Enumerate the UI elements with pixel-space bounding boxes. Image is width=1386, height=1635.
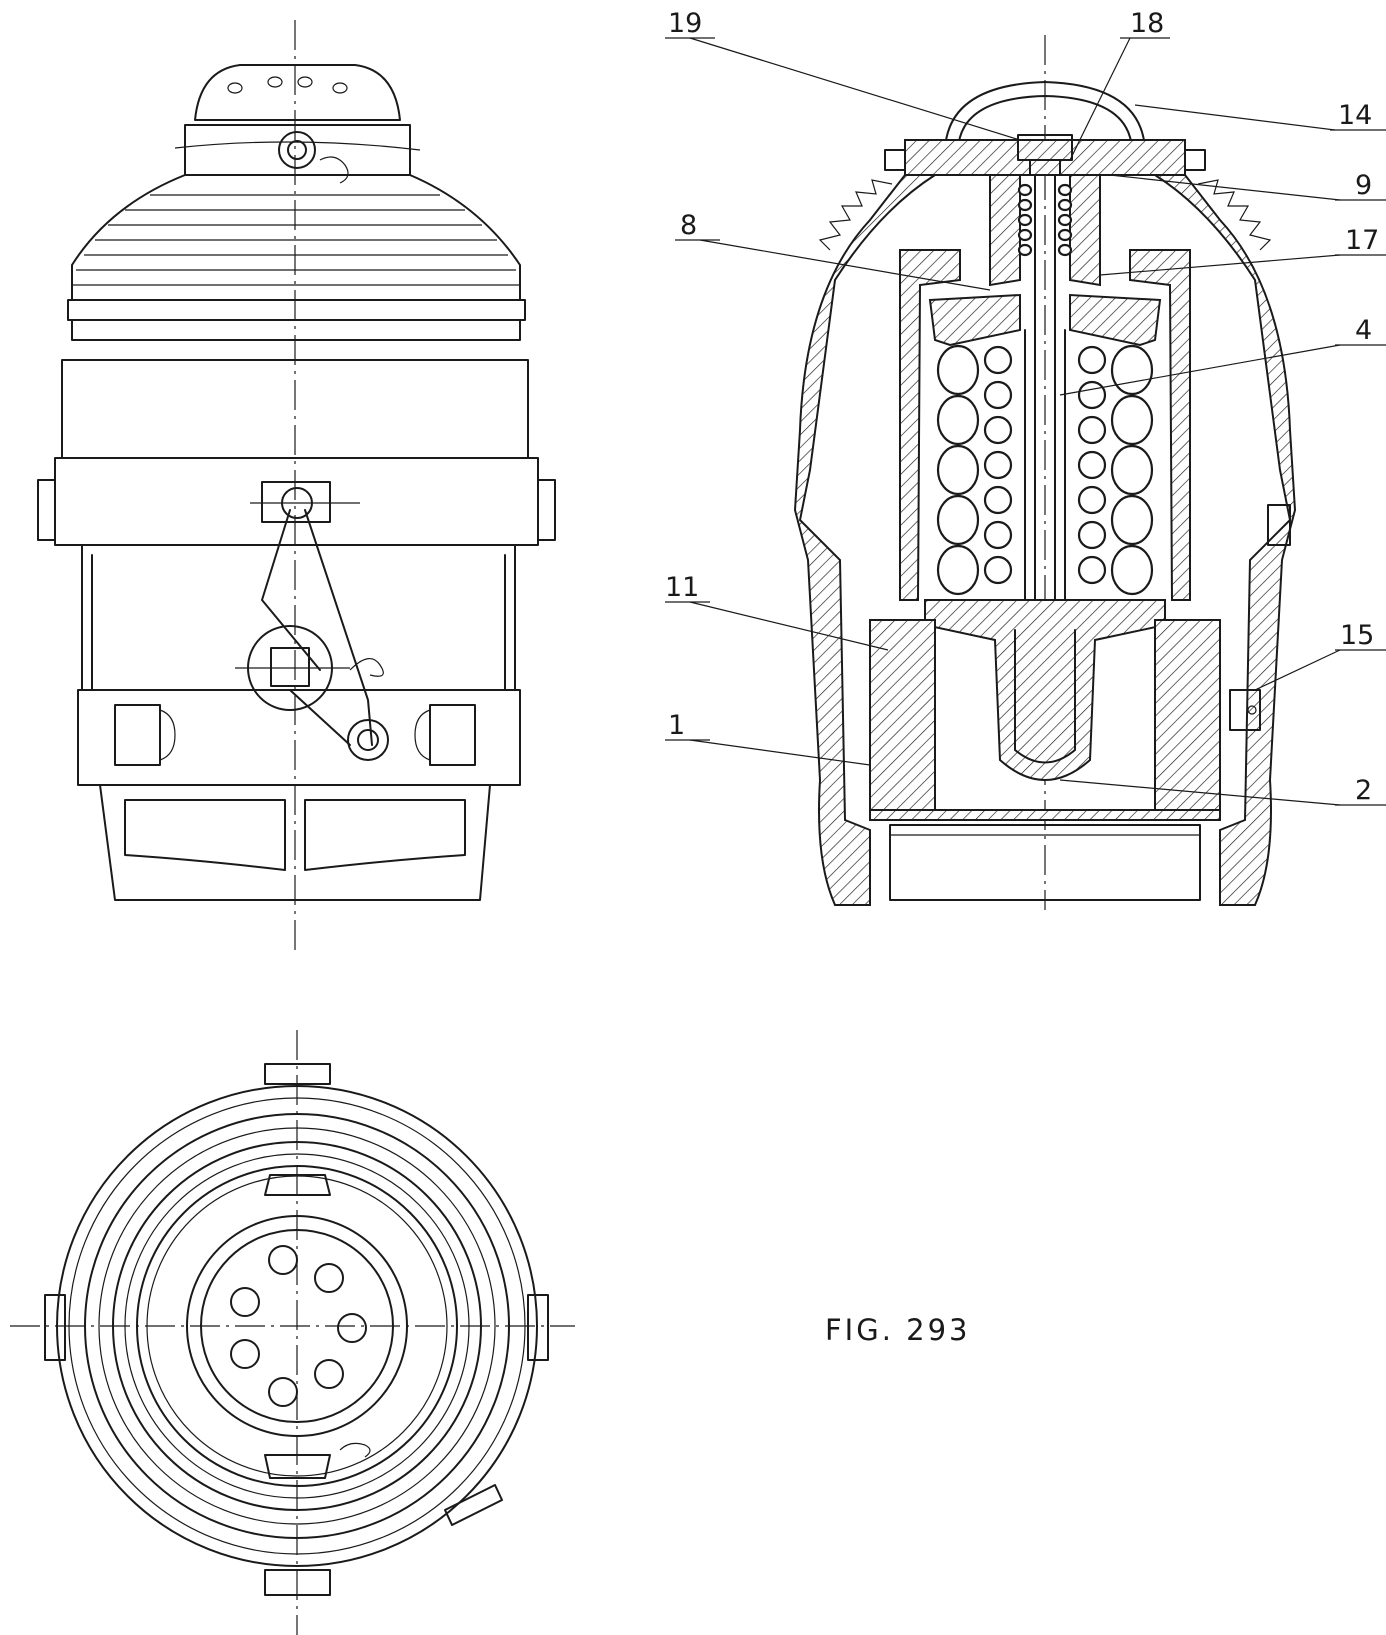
spring-coils-top: [1017, 183, 1073, 257]
figure-caption: FIG. 293: [825, 1313, 971, 1347]
label-17: 17: [1345, 225, 1379, 256]
label-14: 14: [1338, 100, 1372, 131]
label-15: 15: [1340, 620, 1374, 651]
label-18: 18: [1130, 8, 1164, 39]
spring-coils-outer: [936, 344, 1154, 596]
label-8: 8: [680, 210, 697, 241]
bottom-view: [10, 1030, 575, 1635]
leader-lines: [665, 37, 1386, 806]
part-labels: 19 18 14 9 8 17 4 11 15 1 2: [665, 8, 1379, 806]
label-2: 2: [1355, 775, 1372, 806]
label-4: 4: [1355, 315, 1372, 346]
side-elevation-view: [37, 20, 556, 950]
label-9: 9: [1355, 170, 1372, 201]
label-1: 1: [668, 710, 685, 741]
label-11: 11: [665, 572, 699, 603]
label-19: 19: [668, 8, 702, 39]
cross-section-view: [793, 35, 1297, 910]
